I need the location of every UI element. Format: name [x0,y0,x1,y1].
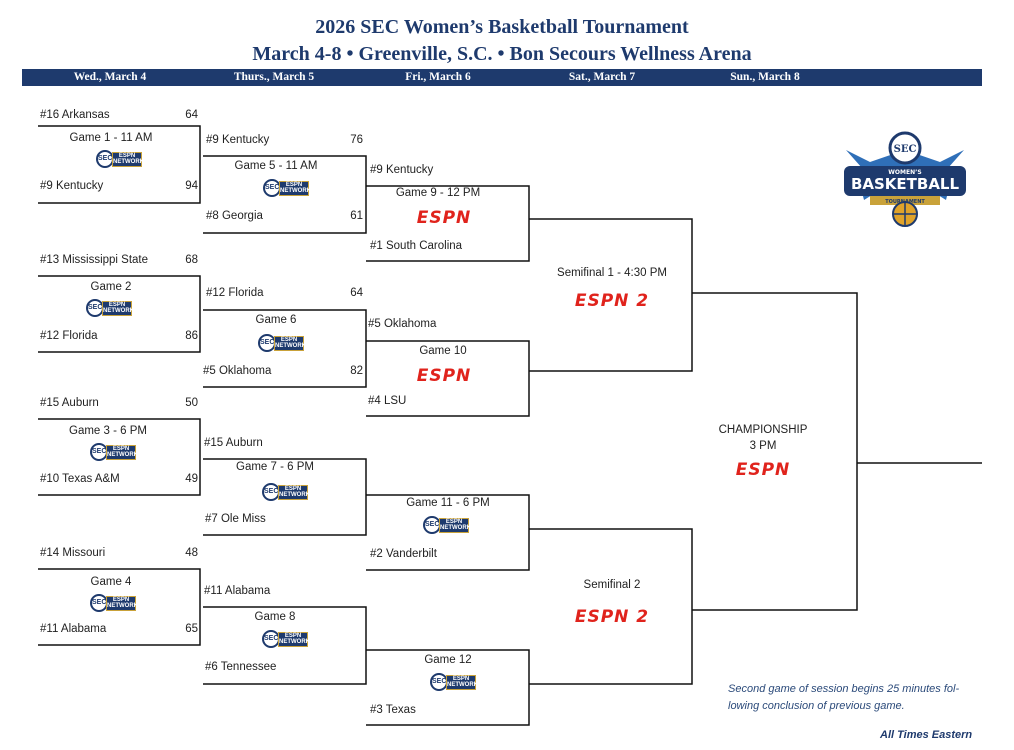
championship-time: 3 PM [749,440,777,452]
team-g7-bottom: #7 Ole Miss [205,513,266,525]
game-label-g4: Game 4 [90,576,132,588]
session-note: Second game of session begins 25 minutes… [728,683,960,712]
game-label-g9: Game 9 - 12 PM [395,187,481,199]
game-label-g6: Game 6 [255,314,297,326]
day-label-wed: Wed., March 4 [73,71,147,83]
tournament-logo-icon: SEC WOMEN’S BASKETBALL TOURNAMENT [844,131,966,227]
team-g1-bottom: #9 Kentucky [40,180,104,192]
score-g3-top: 50 [185,397,198,409]
team-g2-top: #13 Mississippi State [40,254,149,266]
score-g5-bottom: 61 [350,210,363,222]
team-g1-top: #16 Arkansas [40,109,110,121]
team-g5-bottom: #8 Georgia [206,210,263,222]
day-label-fri: Fri., March 6 [405,71,471,83]
game-label-g3: Game 3 - 6 PM [69,425,147,437]
team-g8-top: #11 Alabama [204,585,271,597]
team-g7-top: #15 Auburn [204,437,263,449]
score-g4-top: 48 [185,547,198,559]
day-label-thu: Thurs., March 5 [233,71,315,83]
team-g8-bottom: #6 Tennessee [205,661,277,673]
score-g2-bottom: 86 [185,330,198,342]
team-g10-top: #5 Oklahoma [368,318,437,330]
score-g1-top: 64 [185,109,198,121]
espn-icon: ESPN [416,366,472,386]
team-g11-bottom: #2 Vanderbilt [370,548,437,560]
team-g12-bottom: #3 Texas [370,704,416,716]
tournament-subtitle: March 4-8 • Greenville, S.C. • Bon Secou… [252,43,752,65]
game-label-g5: Game 5 - 11 AM [234,160,318,172]
game-label-g12: Game 12 [424,654,472,666]
espn2-icon: ESPN 2 [574,607,650,627]
team-g10-bottom: #4 LSU [368,395,407,407]
day-header-band [22,69,982,86]
team-g3-top: #15 Auburn [40,397,99,409]
score-g5-top: 76 [350,134,363,146]
espn2-icon: ESPN 2 [574,291,650,311]
game-label-g7: Game 7 - 6 PM [236,461,314,473]
logo-womens-text: WOMEN’S [888,169,921,176]
day-label-sat: Sat., March 7 [568,71,636,83]
game-label-g8: Game 8 [254,611,296,623]
team-g4-bottom: #11 Alabama [40,623,107,635]
logo-sec-text: SEC [894,144,917,155]
game-label-g11: Game 11 - 6 PM [406,497,490,509]
espn-icon: ESPN [735,460,791,480]
team-g4-top: #14 Missouri [40,547,106,559]
team-g6-top: #12 Florida [206,287,264,299]
team-g9-bottom: #1 South Carolina [370,240,463,252]
espn-icon: ESPN [416,208,472,228]
team-g6-bottom: #5 Oklahoma [203,365,272,377]
game-label-sf2: Semifinal 2 [583,579,641,591]
day-label-sun: Sun., March 8 [730,71,800,83]
team-g9-top: #9 Kentucky [370,164,434,176]
score-g2-top: 68 [185,254,198,266]
score-g3-bottom: 49 [185,473,198,485]
game-label-sf1: Semifinal 1 - 4:30 PM [557,267,667,279]
score-g1-bottom: 94 [185,180,198,192]
game-label-g1: Game 1 - 11 AM [69,132,153,144]
score-g4-bottom: 65 [185,623,198,635]
timezone-note: All Times Eastern [880,729,973,741]
logo-basketball-text: BASKETBALL [851,175,960,193]
game-label-g10: Game 10 [419,345,467,357]
team-g3-bottom: #10 Texas A&M [40,473,120,485]
game-label-g2: Game 2 [90,281,132,293]
team-g5-top: #9 Kentucky [206,134,270,146]
team-g2-bottom: #12 Florida [40,330,98,342]
tournament-title: 2026 SEC Women’s Basketball Tournament [315,16,689,38]
championship-label: CHAMPIONSHIP [718,424,808,436]
score-g6-bottom: 82 [350,365,363,377]
score-g6-top: 64 [350,287,363,299]
